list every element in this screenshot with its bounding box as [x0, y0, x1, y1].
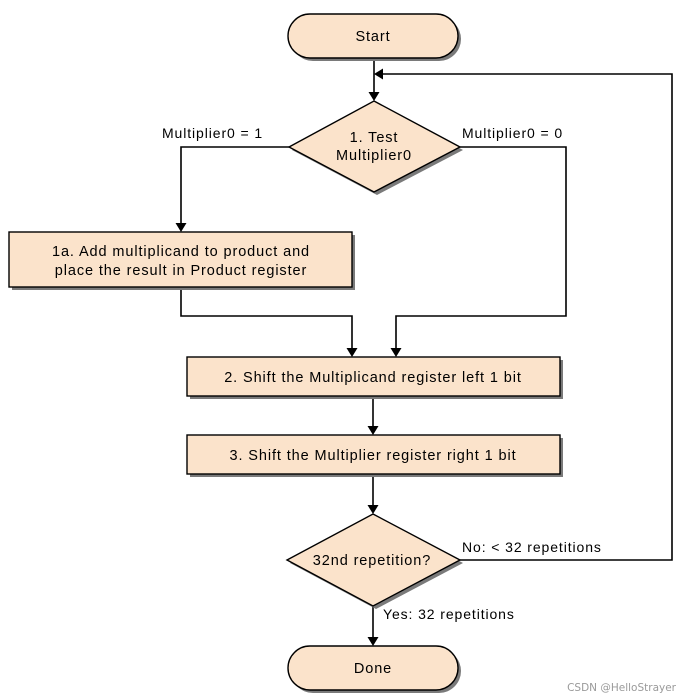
edge-label-multiplier-one: Multiplier0 = 1	[162, 125, 263, 141]
edge-test-to-add	[180, 146, 289, 223]
arrow-into-done	[367, 637, 379, 646]
start-node: Start	[287, 13, 461, 61]
arrow-into-add	[175, 223, 187, 232]
test-decision-node: 1. Test Multiplier0	[287, 100, 463, 195]
connectors	[175, 60, 673, 646]
start-label: Start	[355, 29, 390, 45]
edge-label-multiplier-zero: Multiplier0 = 0	[462, 125, 563, 141]
done-label: Done	[354, 661, 392, 677]
shift-multiplier-node: 3. Shift the Multiplier register right 1…	[186, 434, 563, 477]
watermark: CSDN @HelloStrayer	[567, 682, 677, 694]
repetition-label: 32nd repetition?	[313, 553, 431, 569]
edge-label-no-branch: No: < 32 repetitions	[462, 539, 602, 555]
arrow-loop-back	[374, 68, 383, 80]
add-multiplicand-node: 1a. Add multiplicand to product and plac…	[8, 231, 355, 290]
test-label-line-1: 1. Test	[350, 130, 399, 146]
arrow-into-test	[368, 92, 380, 101]
test-label-line-2: Multiplier0	[336, 148, 412, 164]
arrow-into-shift-multiplier	[367, 426, 379, 435]
edge-test-to-shift-multiplicand	[395, 146, 567, 348]
shift-multiplicand-label: 2. Shift the Multiplicand register left …	[224, 370, 522, 386]
edge-label-yes-branch: Yes: 32 repetitions	[383, 606, 515, 622]
arrow-into-repetition	[367, 505, 379, 514]
edge-add-to-shift-multiplicand	[180, 289, 353, 348]
add-label-line-1: 1a. Add multiplicand to product and	[52, 244, 310, 260]
arrow-left-into-shift-multiplicand	[346, 348, 358, 357]
shift-multiplicand-node: 2. Shift the Multiplicand register left …	[186, 356, 563, 399]
done-node: Done	[287, 645, 461, 693]
edge-loop-back	[383, 73, 673, 561]
shift-multiplier-label: 3. Shift the Multiplier register right 1…	[229, 448, 516, 464]
arrow-right-into-shift-multiplicand	[390, 348, 402, 357]
add-label-line-2: place the result in Product register	[55, 263, 307, 279]
repetition-decision-node: 32nd repetition?	[285, 513, 463, 609]
